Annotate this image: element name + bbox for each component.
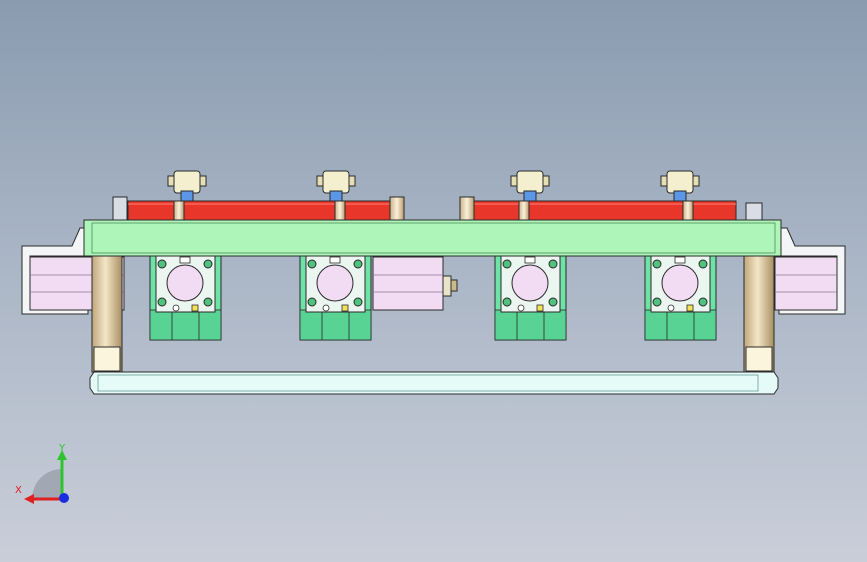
triad-axes [24, 450, 69, 504]
top-clamp-4 [660, 170, 700, 222]
main-frame-bar [83, 219, 782, 257]
green-bracket-3 [494, 255, 567, 341]
green-bracket-1 [149, 255, 222, 341]
y-axis-arrowhead [57, 450, 67, 460]
center-cylinder [372, 256, 458, 311]
triad-plane-shade [32, 469, 62, 499]
x-axis-arrowhead [24, 494, 34, 504]
top-clamp-3 [510, 170, 550, 222]
right-post [743, 255, 775, 373]
z-axis-dot [59, 493, 69, 503]
left-post [91, 255, 123, 373]
green-bracket-4 [644, 255, 717, 341]
red-rail-right [459, 196, 763, 222]
x-axis-label: X [15, 485, 22, 496]
y-axis-label: Y [59, 443, 66, 454]
top-clamp-2 [316, 170, 356, 222]
red-rail-left [112, 196, 405, 222]
bottom-bar [89, 371, 779, 395]
green-bracket-2 [299, 255, 372, 341]
right-side-bracket [774, 227, 846, 315]
reference-triad: X Y [8, 436, 88, 516]
top-clamp-1 [167, 170, 207, 222]
